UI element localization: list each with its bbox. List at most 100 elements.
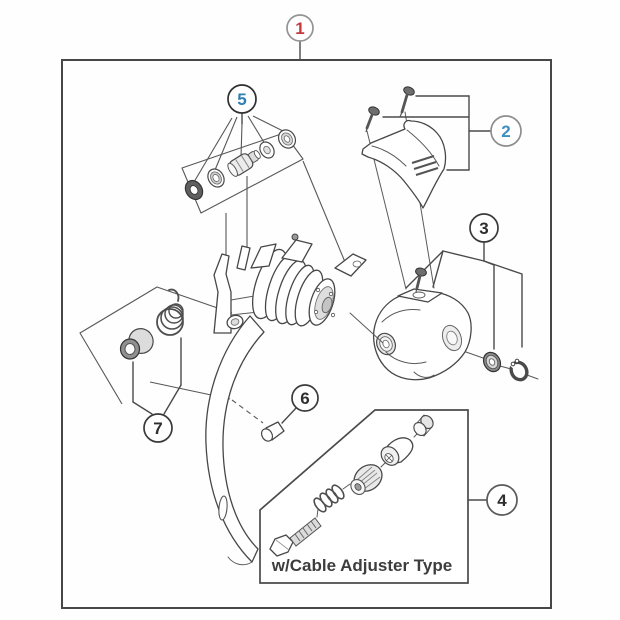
- snap-ring-eyelet: [514, 358, 520, 364]
- axle-axis-line: [499, 365, 512, 370]
- snap-ring-eyelet: [510, 361, 516, 367]
- washer-hole: [263, 145, 271, 155]
- part5-group: [184, 112, 297, 201]
- callout-2: 2: [490, 115, 522, 147]
- axis-link-line: [342, 483, 351, 490]
- shifter-mechanism: [205, 233, 367, 566]
- cover-contour: [406, 129, 440, 167]
- coil-spring: [156, 288, 184, 336]
- leader-line: [240, 123, 243, 158]
- cylinder-front: [413, 421, 427, 437]
- screw-shaft: [400, 93, 409, 114]
- axis-link-line: [316, 508, 319, 518]
- oring-hole: [189, 185, 199, 195]
- callout-3-label: 3: [479, 219, 488, 238]
- part4-group: w/Cable Adjuster Type: [259, 409, 488, 584]
- body-contour: [413, 371, 435, 378]
- clamp-hole: [382, 339, 390, 349]
- washer-hole: [488, 358, 496, 366]
- cap-screw-dot: [315, 287, 321, 293]
- leader-line: [483, 260, 523, 348]
- cable-end-face: [260, 428, 274, 442]
- axle-unit: [227, 150, 261, 177]
- ring-hole: [283, 135, 291, 143]
- leader-line: [281, 406, 298, 424]
- washer-icon: [259, 141, 275, 159]
- plane-outline: [79, 286, 233, 405]
- logo-stripe: [415, 167, 439, 176]
- adjuster-caption: w/Cable Adjuster Type: [271, 556, 452, 575]
- knurl-line: [356, 466, 373, 481]
- leader-line: [214, 116, 238, 171]
- callout-7-label: 7: [153, 419, 162, 438]
- flanged-ring: [277, 129, 297, 149]
- bracket-body-unit: [372, 288, 472, 381]
- lever-slot: [218, 495, 228, 521]
- body-contour: [385, 351, 427, 365]
- cap-screw-dot: [330, 312, 336, 318]
- callout-1-label: 1: [295, 19, 304, 38]
- thread-tick: [302, 527, 309, 536]
- thread-tick: [298, 530, 305, 539]
- part3-group: [349, 241, 539, 382]
- adjuster-spring: [313, 484, 345, 513]
- screw-icon: [403, 86, 415, 96]
- leader-line: [163, 384, 182, 415]
- body-contour: [381, 309, 421, 323]
- axle-seat-inner: [446, 330, 458, 346]
- callout-5: 5: [227, 84, 257, 114]
- axle-groove: [241, 155, 250, 169]
- plane-drop-line: [302, 160, 346, 263]
- axis-link-line: [380, 462, 386, 468]
- adjuster-bolt: [269, 517, 322, 557]
- adjuster-cone: [380, 437, 414, 466]
- arm-hole: [352, 260, 362, 268]
- callout-4: 4: [486, 484, 518, 516]
- spring-coil: [160, 306, 184, 330]
- callout-6: 6: [291, 384, 319, 412]
- washer-hole: [212, 174, 220, 182]
- callout-5-label: 5: [237, 90, 246, 109]
- pivot-hole: [230, 318, 240, 326]
- screw-tip: [399, 111, 403, 118]
- linkage-block: [281, 239, 313, 263]
- spring-tail: [168, 288, 180, 302]
- cap-screw-dot: [328, 291, 334, 297]
- screw-shaft: [415, 274, 422, 290]
- screw-shaft: [365, 113, 374, 130]
- leader-line: [432, 250, 444, 288]
- mount-hole: [412, 291, 426, 299]
- spring-coil: [319, 492, 333, 508]
- callout-circle: [469, 213, 499, 243]
- leader-line: [483, 260, 495, 350]
- leader-line: [193, 117, 233, 183]
- cable-dashed-line: [231, 399, 264, 424]
- linkage-stud: [291, 233, 299, 241]
- bolt-facet: [275, 539, 290, 551]
- knurl-line: [363, 476, 381, 490]
- bracket-prong: [236, 245, 251, 271]
- cover-contour: [371, 145, 407, 167]
- callout-3: 3: [469, 213, 499, 243]
- screw-icon: [368, 106, 380, 116]
- leader-line: [247, 115, 266, 145]
- callout-circle: [143, 413, 173, 443]
- callout-circle: [227, 84, 257, 114]
- adjuster-barrel: [350, 464, 383, 496]
- part6-group: [260, 406, 298, 442]
- callout-circle: [490, 115, 522, 147]
- callout-2-label: 2: [501, 122, 510, 141]
- linkage-block: [250, 243, 277, 269]
- spring-coil: [331, 484, 345, 500]
- thread-tick: [306, 523, 313, 532]
- logo-stripe: [411, 155, 435, 164]
- leader-line: [442, 250, 485, 262]
- axle-end: [227, 162, 238, 177]
- spring-coil: [325, 488, 339, 504]
- callout-circle: [486, 484, 518, 516]
- washer-icon: [207, 168, 225, 188]
- linkage-arm: [334, 253, 367, 277]
- cap-screw-dot: [313, 309, 319, 315]
- callout-4-label: 4: [497, 491, 507, 510]
